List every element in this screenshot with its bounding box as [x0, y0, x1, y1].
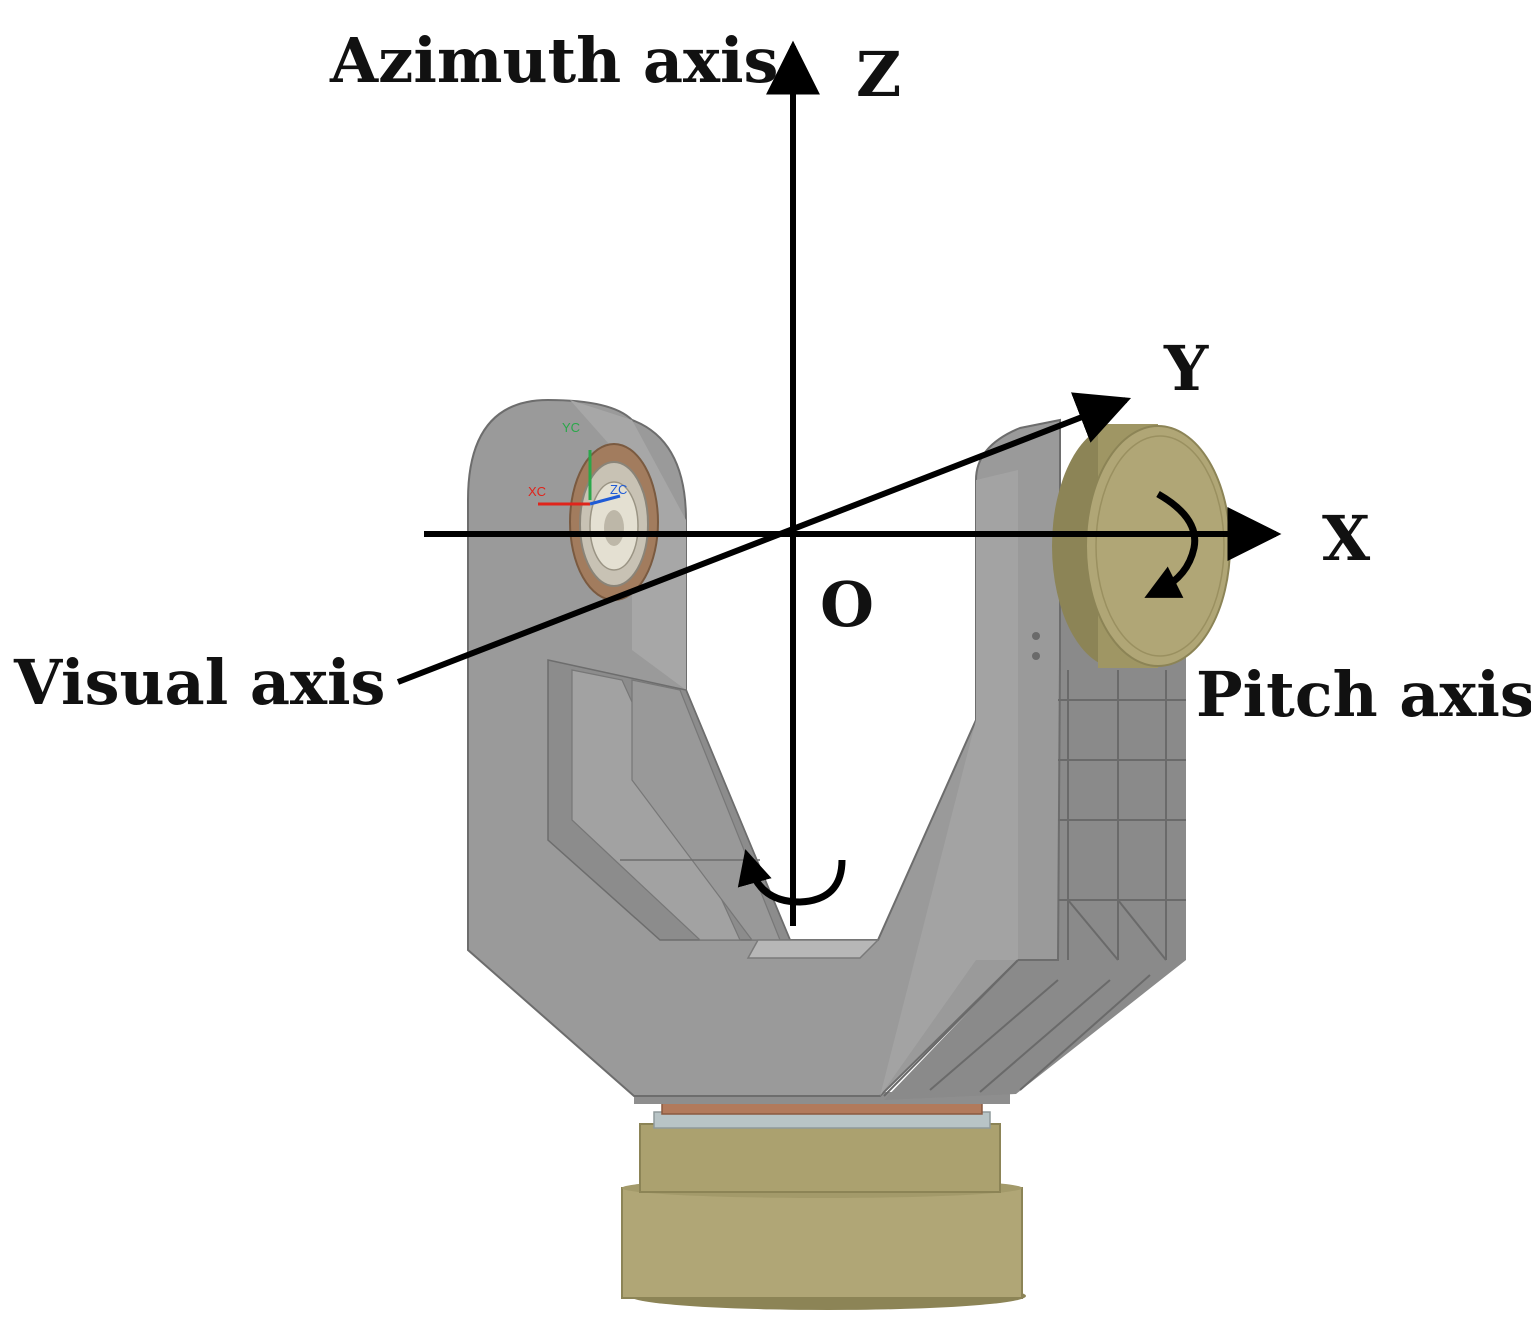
left-bearing: [569, 443, 659, 601]
triad-zc-label: ZC: [610, 482, 627, 497]
z-axis-label: Z: [856, 38, 902, 111]
right-side-ribs: [883, 670, 1186, 1097]
y-axis-label: Y: [1164, 332, 1209, 405]
pitch-motor-face: [1085, 425, 1231, 667]
triad-xc-label: XC: [528, 484, 546, 499]
azimuth-axis-label: Azimuth axis: [330, 24, 779, 97]
triad-yc-label: YC: [562, 420, 580, 435]
visual-axis-label: Visual axis: [14, 646, 386, 719]
pitch-rotation-arrow: [1144, 490, 1199, 598]
base-turntable: [621, 1092, 1026, 1310]
base-lower-ring: [622, 1188, 1022, 1298]
pitch-axis-label: Pitch axis: [1196, 658, 1531, 731]
x-axis-label: X: [1322, 502, 1371, 575]
origin-label: O: [820, 568, 875, 641]
y-axis-line: [396, 392, 1132, 685]
azimuth-rotation-arrow: [737, 849, 846, 906]
base-upper-ring: [639, 1123, 1001, 1193]
azimuth-seat: [746, 939, 880, 959]
axes: [396, 40, 1282, 926]
pitch-motor: [1052, 424, 1231, 668]
cad-triad: YC XC ZC: [528, 420, 627, 506]
triad-z-line: [589, 494, 621, 506]
